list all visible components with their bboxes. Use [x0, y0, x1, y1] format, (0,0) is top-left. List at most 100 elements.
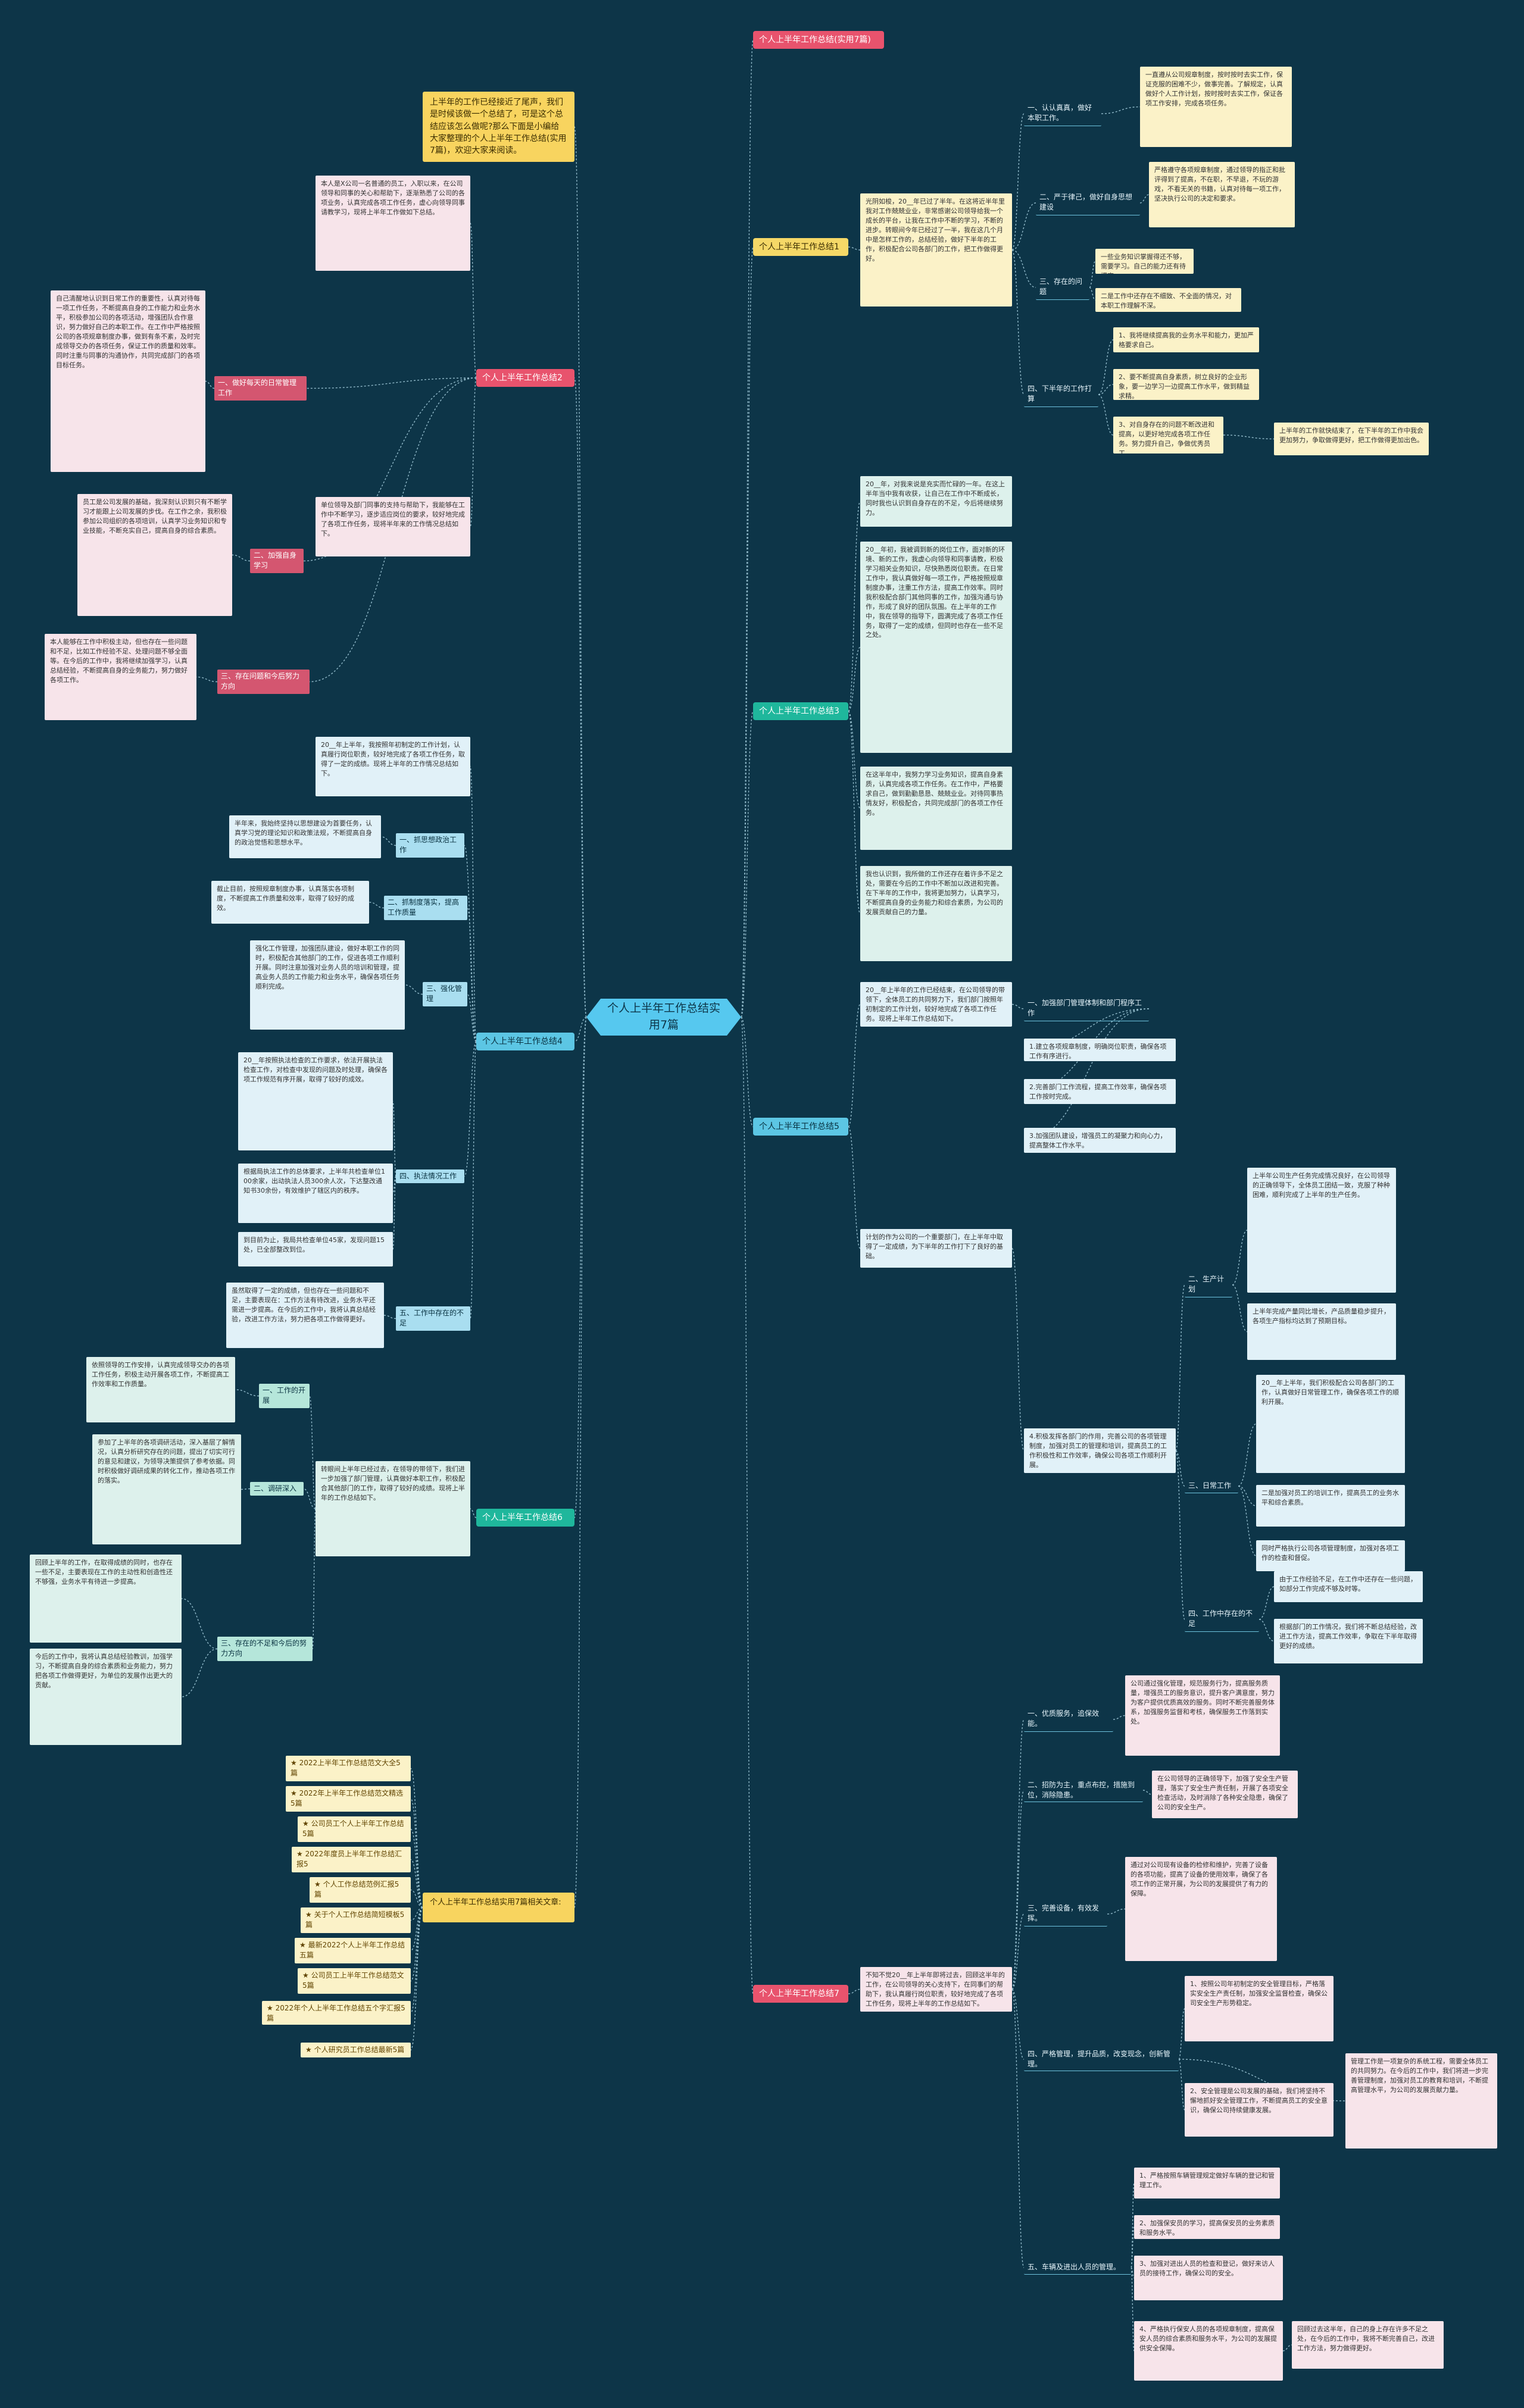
connector-line	[1175, 1450, 1185, 1620]
connector-line	[410, 1907, 423, 2051]
branch-2[interactable]: 个人上半年工作总结2	[476, 369, 574, 387]
s4-item-2-detail: 截止目前，按照规章制度办事，认真落实各项制度，不断提高工作质量和效率，取得了较好…	[211, 881, 369, 924]
related-link[interactable]: ★ 2022年个人上半年工作总结五个字汇报5篇	[262, 2001, 411, 2025]
s7-item-4-c: 管理工作是一项复杂的系统工程，需要全体员工的共同努力。在今后的工作中，我们将进一…	[1345, 2053, 1497, 2149]
connector-line	[392, 1175, 396, 1250]
connector-line	[1011, 202, 1036, 251]
connector-line	[1258, 1586, 1275, 1620]
s7-item-5[interactable]: 五、车辆及进出人员的管理。	[1024, 2260, 1131, 2275]
connector-line	[232, 554, 251, 562]
related-link[interactable]: ★ 2022年度员上半年工作总结汇报5	[292, 1847, 411, 1872]
s2-item-2[interactable]: 二、加强自身学习	[250, 549, 304, 573]
s4-item-2[interactable]: 二、抓制度落实，提高工作质量	[384, 896, 467, 920]
s2-intro: 本人是X公司一名普通的员工，入职以来，在公司领导和同事的关心和帮助下，逐渐熟悉了…	[316, 176, 470, 271]
related-link[interactable]: ★ 关于个人工作总结简短模板5篇	[301, 1907, 411, 1933]
s2-item-1[interactable]: 一、做好每天的日常管理工作	[214, 376, 307, 401]
s2-side-note: 单位领导及部门同事的支持与帮助下，我能够在工作中不断学习，逐步适应岗位的要求，较…	[316, 497, 470, 556]
connector-line	[1011, 249, 1036, 288]
connector-line	[1130, 2267, 1135, 2351]
s4-item-4[interactable]: 四、执法情况工作	[396, 1169, 464, 1184]
connector-line	[383, 1315, 396, 1319]
s4-item-3[interactable]: 三、强化管理	[423, 982, 467, 1006]
s7-item-1[interactable]: 一、优质服务，追保效能。	[1024, 1707, 1113, 1732]
connector-line	[1011, 1247, 1025, 1452]
connector-line	[1011, 1988, 1025, 2060]
connector-line	[848, 1988, 861, 1994]
connector-line	[467, 907, 477, 1042]
s6-item-3[interactable]: 三、存在的不足和今后的努力方向	[217, 1637, 313, 1661]
s7-item-5-c: 3、加强对进出人员的检查和登记，做好来访人员的接待工作，确保公司的安全。	[1134, 2256, 1283, 2300]
connector-line	[574, 1017, 587, 1042]
s4-item-1[interactable]: 一、抓思想政治工作	[396, 833, 464, 858]
connector-line	[848, 711, 861, 914]
branch-1[interactable]: 个人上半年工作总结1	[753, 238, 848, 257]
related-link[interactable]: ★ 个人研究员工作总结最新5篇	[301, 2043, 411, 2058]
s6-item-2-detail: 参加了上半年的各项调研活动，深入基层了解情况，认真分析研究存在的问题，提出了切实…	[92, 1434, 241, 1544]
s1-item-2[interactable]: 二、严于律己，做好自身思想建设	[1036, 190, 1140, 215]
connector-line	[1023, 1008, 1150, 1092]
connector-line	[470, 1041, 477, 1319]
s7-end-note: 回顾过去这半年，自己的身上存在许多不足之处，在今后的工作中，我将不断完善自己，改…	[1292, 2321, 1444, 2369]
s5-item-4-e: 根据部门的工作情况，我们将不断总结经验，改进工作方法，提高工作效率，争取在下半年…	[1274, 1619, 1423, 1663]
s7-item-5-a: 1、严格按照车辆管理规定做好车辆的登记和管理工作。	[1134, 2168, 1280, 2199]
s1-item-1-detail: 一直遵从公司规章制度，按时按时去实工作，保证克服的困难不少，做事完善。了解规定，…	[1140, 67, 1292, 147]
s5-item-4[interactable]: 四、工作中存在的不足	[1185, 1607, 1259, 1632]
connector-line	[741, 1017, 754, 1994]
s1-item-4-c: 3、对自身存在的问题不断改进和提高，以更好地完成各项工作任务。努力提升自己，争做…	[1113, 417, 1223, 454]
connector-line	[848, 1126, 861, 1249]
s5-item-2[interactable]: 二、生产计划	[1185, 1272, 1232, 1297]
branch-7[interactable]: 个人上半年工作总结7	[753, 1985, 848, 2003]
branch-title[interactable]: 个人上半年工作总结(实用7篇)	[753, 31, 884, 49]
s6-item-3-e: 今后的工作中，我将认真总结经验教训，加强学习，不断提高自身的综合素质和业务能力，…	[30, 1649, 182, 1745]
s7-item-3[interactable]: 三、完善设备，有效发挥。	[1024, 1902, 1107, 1927]
connector-line	[1130, 2226, 1135, 2268]
s7-item-2[interactable]: 二、招防为主，重点布控，措施到位，消除隐患。	[1024, 1778, 1143, 1802]
connector-line	[392, 1100, 396, 1177]
connector-line	[368, 902, 385, 909]
s1-item-4-b: 2、要不断提高自身素质，树立良好的企业形象，要一边学习一边提高工作水平，做到精益…	[1113, 369, 1259, 400]
s7-item-4[interactable]: 四、严格管理，提升品质，改变现念，创新管理。	[1024, 2047, 1179, 2071]
related-link[interactable]: ★ 公司员工个人上半年工作总结5篇	[298, 1816, 411, 1842]
intro-note: 上半年的工作已经接近了尾声，我们是时候该做一个总结了，可是这个总结应该怎么做呢?…	[423, 92, 574, 162]
s5-item-3[interactable]: 三、日常工作	[1185, 1479, 1238, 1494]
s5-item-4-detail: 由于工作经验不足，在工作中还存在一些问题，如部分工作完成不够及时等。	[1274, 1571, 1423, 1602]
connector-line	[1011, 1913, 1025, 1990]
connector-line	[410, 1907, 423, 1921]
connector-line	[410, 1828, 423, 1908]
s5-item-1-c: 3.加强团队建设，增强员工的凝聚力和向心力，提高整体工作水平。	[1024, 1128, 1176, 1153]
connector-line	[1089, 287, 1096, 301]
connector-line	[1178, 2059, 1346, 2101]
connector-line	[1178, 2008, 1185, 2060]
related-link[interactable]: ★ 个人工作总结范例汇报5篇	[310, 1877, 411, 1903]
related-link[interactable]: ★ 2022上半年工作总结范文大全5篇	[286, 1756, 411, 1781]
s6-item-2[interactable]: 二、调研深入	[250, 1482, 304, 1496]
connector-line	[574, 1017, 587, 1908]
s4-item-5[interactable]: 五、工作中存在的不足	[396, 1306, 470, 1331]
s7-intro: 不知不觉20__年上半年即将过去，回顾这半年的工作，在公司领导的关心支持下，在同…	[860, 1967, 1012, 2012]
branch-5[interactable]: 个人上半年工作总结5	[753, 1118, 848, 1136]
s5-item-2-detail: 上半年公司生产任务完成情况良好，在公司领导的正确领导下，全体员工团结一致，克服了…	[1247, 1168, 1396, 1293]
branch-3[interactable]: 个人上半年工作总结3	[753, 702, 848, 721]
s2-item-2-detail: 员工是公司发展的基础，我深刻认识到只有不断学习才能跟上公司发展的步伐。在工作之余…	[77, 494, 232, 616]
branch-6[interactable]: 个人上半年工作总结6	[476, 1509, 574, 1527]
s5-item-1[interactable]: 一、加强部门管理体制和部门程序工作	[1024, 996, 1149, 1021]
connector-line	[1139, 194, 1150, 204]
related-link[interactable]: ★ 公司员工上半年工作总结范文5篇	[298, 1968, 411, 1994]
s1-item-1[interactable]: 一、认认真真，做好本职工作。	[1024, 101, 1101, 126]
connector-line	[1282, 2344, 1292, 2351]
s1-item-4[interactable]: 四、下半年的工作打算	[1024, 382, 1098, 407]
s4-item-3-detail: 强化工作管理，加强团队建设，做好本职工作的同时，积极配合其他部门的工作，促进各项…	[250, 940, 405, 1030]
branch-4[interactable]: 个人上半年工作总结4	[476, 1033, 574, 1051]
s3-para-2: 20__年初，我被调到新的岗位工作，面对新的环境、新的工作，我虚心向领导和同事请…	[860, 542, 1012, 753]
s2-item-3[interactable]: 三、存在问题和今后努力方向	[217, 670, 310, 694]
related-link[interactable]: ★ 2022年上半年工作总结范文精选5篇	[286, 1786, 411, 1812]
connector-line	[848, 246, 861, 251]
s5-mid-note: 计划的作为公司的一个重要部门，在上半年中取得了一定成绩，为下半年的工作打下了良好…	[860, 1229, 1012, 1268]
connector-line	[303, 1488, 316, 1509]
s1-item-3[interactable]: 三、存在的问题	[1036, 275, 1089, 300]
s6-item-1[interactable]: 一、工作的开展	[259, 1384, 310, 1408]
connector-line	[380, 836, 396, 846]
related-link[interactable]: ★ 最新2022个人上半年工作总结五篇	[295, 1938, 411, 1963]
root-topic[interactable]: 个人上半年工作总结实用7篇	[586, 999, 741, 1036]
s2-item-3-detail: 本人能够在工作中积极主动，但也存在一些问题和不足，比如工作经验不足、处理问题不够…	[45, 634, 196, 720]
